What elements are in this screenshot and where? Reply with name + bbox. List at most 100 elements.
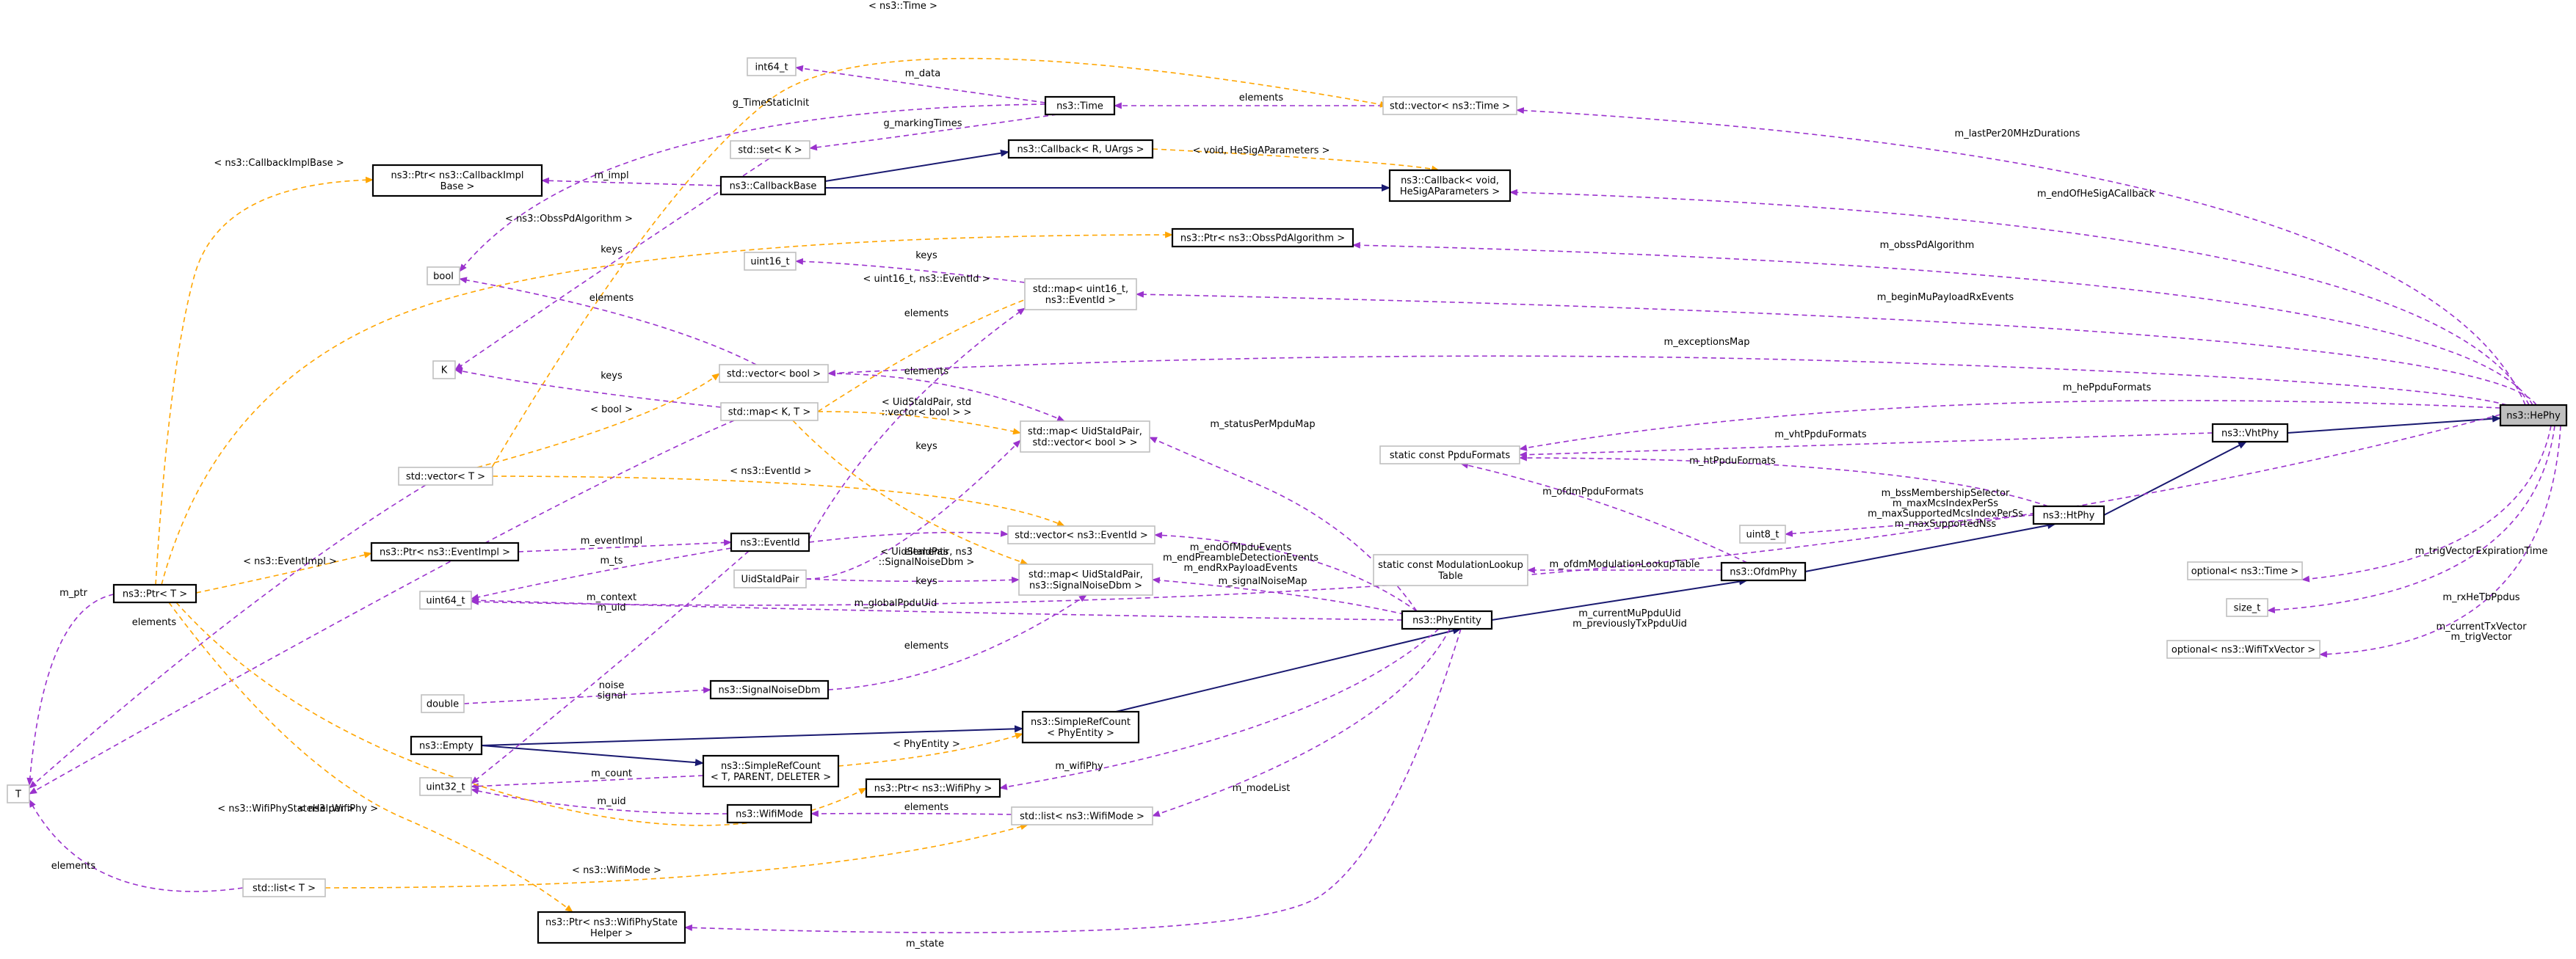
class-node-PtrT[interactable]: ns3::Ptr< T >	[112, 583, 197, 604]
class-node-vectorEventId[interactable]: std::vector< ns3::EventId >	[1007, 525, 1155, 544]
edge-label-listT-to-listWifiMode: < ns3::WifiMode >	[572, 865, 661, 876]
class-node-label-double: double	[427, 699, 459, 710]
edge-label-EventId-to-mapUint16Event: elements	[904, 308, 949, 319]
edge-member-T-to-listT	[29, 799, 244, 892]
edge-member-uint32_t-to-SimpleRefCountT	[471, 775, 704, 790]
class-node-label-staticPpdu: static const PpduFormats	[1390, 451, 1511, 462]
class-node-Empty[interactable]: ns3::Empty	[410, 735, 483, 756]
edge-member-K-to-setK	[454, 158, 770, 371]
class-node-label-PtrT: ns3::Ptr< T >	[123, 589, 187, 600]
class-node-PhyEntity[interactable]: ns3::PhyEntity	[1401, 610, 1493, 630]
class-node-listT[interactable]: std::list< T >	[242, 878, 326, 897]
class-node-optionalTime[interactable]: optional< ns3::Time >	[2187, 561, 2303, 580]
class-node-label-Empty: ns3::Empty	[419, 741, 474, 752]
edge-template-PtrT-to-PtrEventImpl	[195, 551, 372, 594]
class-node-K[interactable]: K	[432, 360, 456, 379]
edge-inherit-OfdmPhy-to-HtPhy	[1804, 522, 2056, 572]
class-node-label-listWifiMode: std::list< ns3::WifiMode >	[1020, 812, 1144, 823]
class-node-label-CallbackRU: ns3::Callback< R, UArgs >	[1017, 145, 1144, 156]
class-node-bool[interactable]: bool	[427, 266, 460, 285]
class-node-HePhy[interactable]: ns3::HePhy	[2499, 404, 2568, 427]
edge-member-uint32_t-to-WifiMode	[471, 787, 728, 814]
class-node-OfdmPhy[interactable]: ns3::OfdmPhy	[1720, 561, 1807, 582]
edge-label-PtrCallbackImplBase-to-CallbackBase: m_impl	[594, 170, 628, 181]
class-node-label-vectorBool: std::vector< bool >	[727, 369, 821, 380]
edge-template-PtrT-to-PtrWifiPhy	[175, 602, 867, 826]
edge-template-PtrT-to-PtrCallbackImplBase	[155, 176, 374, 586]
class-node-EventId[interactable]: ns3::EventId	[730, 532, 810, 553]
class-node-SignalNoiseDbm[interactable]: ns3::SignalNoiseDbm	[709, 679, 830, 700]
class-node-mapUidSignal[interactable]: std::map< UidStaIdPair,ns3::SignalNoiseD…	[1018, 564, 1153, 596]
class-node-PtrEventImpl[interactable]: ns3::Ptr< ns3::EventImpl >	[370, 542, 520, 562]
class-node-setK[interactable]: std::set< K >	[730, 140, 810, 159]
class-node-uint16_t[interactable]: uint16_t	[744, 252, 797, 271]
edge-label-SimpleRefCountT-to-SimpleRefCountPE: < PhyEntity >	[893, 739, 960, 750]
edge-member-uint64_t-to-PhyEntity	[471, 597, 1403, 621]
class-node-PtrWifiPhy[interactable]: ns3::Ptr< ns3::WifiPhy >	[865, 778, 1001, 798]
class-node-mapUint16Event[interactable]: std::map< uint16_t,ns3::EventId >	[1024, 278, 1137, 310]
class-node-CallbackBase[interactable]: ns3::CallbackBase	[719, 175, 827, 196]
edge-label-int64_t-to-Time: m_data	[905, 68, 940, 79]
class-node-vectorT[interactable]: std::vector< T >	[398, 467, 493, 486]
edge-label-WifiMode-to-listWifiMode: elements	[904, 802, 949, 813]
edge-member-PtrObssPd-to-HePhy	[1352, 241, 2533, 406]
edge-labels-layer: m_lastPer20MHzDurationsm_endOfHeSigACall…	[51, 1, 2548, 949]
edge-label-mapUidVectorBool-to-PhyEntity: m_statusPerMpduMap	[1210, 419, 1315, 430]
class-node-double[interactable]: double	[421, 694, 465, 713]
class-node-label-uint32_t: uint32_t	[426, 782, 465, 793]
class-node-Time[interactable]: ns3::Time	[1044, 95, 1116, 116]
edge-label-staticPpdu-to-HePhy: m_hePpduFormats	[2063, 382, 2152, 393]
class-node-label-PtrEventImpl: ns3::Ptr< ns3::EventImpl >	[380, 547, 510, 558]
class-node-T[interactable]: T	[7, 784, 30, 803]
edge-member-PtrEventImpl-to-EventId	[518, 539, 732, 553]
class-node-staticPpdu[interactable]: static const PpduFormats	[1379, 445, 1520, 464]
class-node-SimpleRefCountT[interactable]: ns3::SimpleRefCount< T, PARENT, DELETER …	[702, 754, 840, 788]
class-node-CallbackRU[interactable]: ns3::Callback< R, UArgs >	[1007, 139, 1154, 159]
class-node-SimpleRefCountPE[interactable]: ns3::SimpleRefCount< PhyEntity >	[1021, 710, 1140, 744]
class-node-int64_t[interactable]: int64_t	[747, 57, 797, 76]
edge-label-PtrT-to-PtrWifiPhyState: < ns3::WifiPhyStateHelper >	[217, 803, 355, 814]
class-node-size_t[interactable]: size_t	[2226, 598, 2268, 617]
edge-label-mapKT-to-mapUidSignal: < UidStaIdPair, ns3::SignalNoiseDbm >	[879, 547, 975, 568]
class-node-uint64_t[interactable]: uint64_t	[419, 591, 472, 610]
edge-label-setK-to-Time: g_markingTimes	[884, 118, 962, 129]
edge-member-bool-to-vectorBool	[459, 277, 757, 365]
class-node-VhtPhy[interactable]: ns3::VhtPhy	[2211, 423, 2289, 443]
class-node-label-PtrWifiPhy: ns3::Ptr< ns3::WifiPhy >	[874, 784, 993, 795]
class-node-WifiMode[interactable]: ns3::WifiMode	[726, 803, 813, 824]
class-node-UidStaIdPair[interactable]: UidStaIdPair	[733, 569, 807, 588]
class-node-uint8_t[interactable]: uint8_t	[1739, 525, 1786, 544]
class-node-label-SignalNoiseDbm: ns3::SignalNoiseDbm	[719, 685, 821, 696]
class-node-HtPhy[interactable]: ns3::HtPhy	[2032, 505, 2105, 525]
edge-member-listWifiMode-to-PhyEntity	[1152, 628, 1451, 817]
class-node-optionalTxVector[interactable]: optional< ns3::WifiTxVector >	[2166, 640, 2321, 659]
class-node-PtrObssPd[interactable]: ns3::Ptr< ns3::ObssPdAlgorithm >	[1171, 227, 1354, 248]
edge-inherit-CallbackBase-to-CallbackRU	[824, 149, 1009, 182]
edge-label-CallbackHeSig-to-HePhy: m_endOfHeSigACallback	[2037, 189, 2155, 200]
edge-label-K-to-setK: keys	[601, 244, 623, 255]
class-node-uint32_t[interactable]: uint32_t	[419, 777, 472, 796]
edge-member-UidStaIdPair-to-mapUidVectorBool	[805, 440, 1021, 580]
edge-member-int64_t-to-Time	[795, 65, 1046, 103]
edge-label-vectorT-to-vectorEventId: < ns3::EventId >	[730, 466, 811, 477]
class-node-listWifiMode[interactable]: std::list< ns3::WifiMode >	[1011, 806, 1153, 825]
edge-label-vectorT-to-vectorBool: < bool >	[590, 404, 633, 415]
edge-label-mapKT-to-mapUint16Event: < uint16_t, ns3::EventId >	[863, 274, 990, 285]
edge-label-staticPpdu-to-OfdmPhy: m_ofdmPpduFormats	[1542, 486, 1644, 497]
edge-member-staticPpdu-to-HtPhy	[1519, 454, 2049, 507]
class-node-label-int64_t: int64_t	[755, 62, 788, 73]
edge-label-CallbackRU-to-CallbackHeSig: < void, HeSigAParameters >	[1192, 145, 1329, 156]
class-node-CallbackHeSig[interactable]: ns3::Callback< void,HeSigAParameters >	[1388, 169, 1512, 203]
class-node-vectorBool[interactable]: std::vector< bool >	[719, 364, 829, 383]
class-node-vectorTime[interactable]: std::vector< ns3::Time >	[1382, 96, 1517, 115]
class-node-mapUidVectorBool[interactable]: std::map< UidStaIdPair,std::vector< bool…	[1020, 420, 1150, 453]
edge-member-EventId-to-vectorEventId	[808, 530, 1009, 543]
class-node-mapKT[interactable]: std::map< K, T >	[720, 402, 819, 421]
